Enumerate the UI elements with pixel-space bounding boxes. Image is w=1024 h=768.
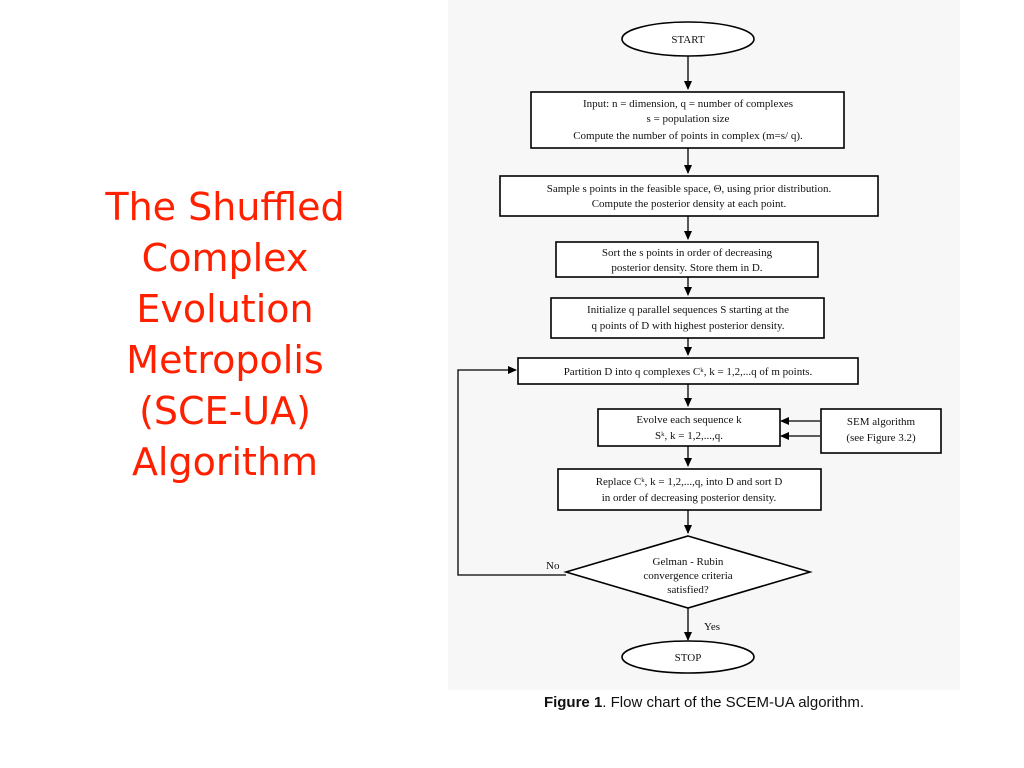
decision-text: Gelman - Rubin <box>653 556 724 568</box>
init-text: q points of D with highest posterior den… <box>592 320 785 332</box>
input-text: Input: n = dimension, q = number of comp… <box>583 98 793 110</box>
slide-title: The Shuffled Complex Evolution Metropoli… <box>40 182 410 488</box>
figure-caption: Figure 1. Flow chart of the SCEM-UA algo… <box>448 694 960 711</box>
init-text: Initialize q parallel sequences S starti… <box>587 304 789 316</box>
sem-text: (see Figure 3.2) <box>846 432 916 444</box>
sample-text: Compute the posterior density at each po… <box>592 198 787 210</box>
title-line: Evolution <box>136 287 314 331</box>
sort-text: Sort the s points in order of decreasing <box>602 247 773 259</box>
replace-box <box>557 468 822 511</box>
replace-text: in order of decreasing posterior density… <box>602 492 777 504</box>
decision-text: convergence criteria <box>643 570 732 582</box>
start-terminal <box>621 21 755 57</box>
stop-label: STOP <box>675 652 702 664</box>
caption-label: Figure 1 <box>543 694 603 711</box>
partition-text: Partition D into q complexes Cᵏ, k = 1,2… <box>564 366 813 378</box>
sem-box <box>820 408 942 454</box>
init-box <box>550 297 825 339</box>
title-line: The Shuffled <box>105 185 345 229</box>
decision-text: satisfied? <box>667 584 709 596</box>
evolve-text: Evolve each sequence k <box>636 414 742 426</box>
start-label: START <box>671 34 705 46</box>
flowchart-figure: START Input: n = dimension, q = number o… <box>448 0 960 690</box>
sort-text: posterior density. Store them in D. <box>611 262 762 274</box>
no-label: No <box>546 560 560 572</box>
sem-text: SEM algorithm <box>847 416 916 428</box>
sample-text: Sample s points in the feasible space, Θ… <box>547 183 832 195</box>
sample-box <box>499 175 879 217</box>
sort-box <box>555 241 819 278</box>
stop-terminal <box>621 640 755 674</box>
caption-text: . Flow chart of the SCEM-UA algorithm. <box>602 694 865 711</box>
partition-box <box>517 357 859 385</box>
flowchart-svg: START Input: n = dimension, q = number o… <box>457 21 942 674</box>
input-text: Compute the number of points in complex … <box>573 130 803 142</box>
title-line: Algorithm <box>131 440 319 484</box>
decision-diamond <box>563 535 813 609</box>
evolve-text: Sᵏ, k = 1,2,...,q. <box>655 430 723 442</box>
loop-back-arrow <box>457 366 566 576</box>
title-line: Metropolis <box>126 338 324 382</box>
evolve-box <box>597 408 781 447</box>
yes-label: Yes <box>704 621 720 633</box>
title-line: (SCE-UA) <box>139 389 311 433</box>
replace-text: Replace Cᵏ, k = 1,2,...,q, into D and so… <box>596 476 783 488</box>
connectors <box>457 56 820 641</box>
title-line: Complex <box>141 236 309 280</box>
input-text: s = population size <box>647 113 730 125</box>
input-box <box>530 91 845 149</box>
